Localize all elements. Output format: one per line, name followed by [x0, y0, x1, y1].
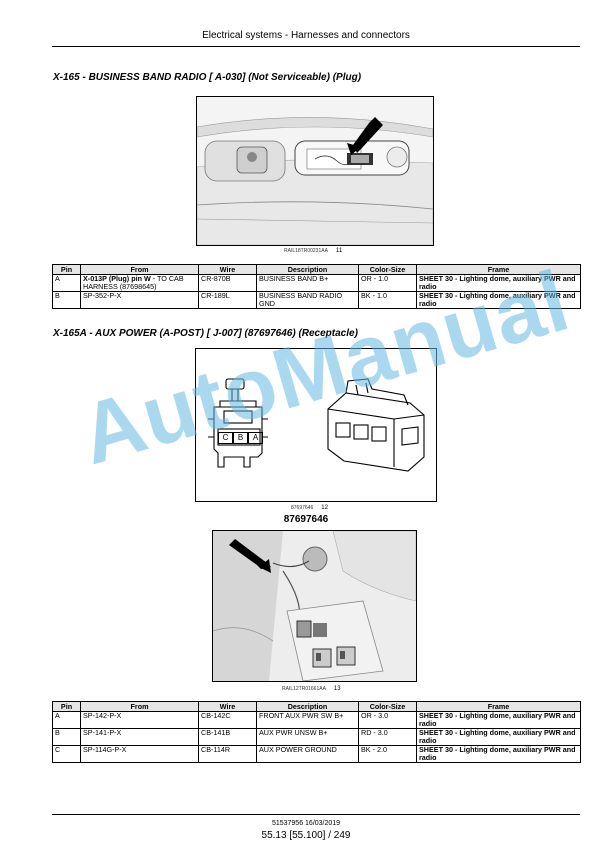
receptacle-line-drawing — [208, 378, 425, 472]
figure-13-caption: RAIL12TR01661AA 13 — [282, 686, 341, 692]
aux-power-photo-illustration — [213, 531, 416, 681]
cell-description: BUSINESS BAND B+ — [256, 274, 359, 292]
pin-label-group: C B A — [218, 432, 263, 444]
table-row: A SP-142-P-X CB-142C FRONT AUX PWR SW B+… — [52, 711, 581, 729]
table-row: B SP-141-P-X CB-141B AUX PWR UNSW B+ RD … — [52, 728, 581, 746]
section-title-x165: X-165 - BUSINESS BAND RADIO [ A-030] (No… — [53, 72, 362, 83]
figure-13-number: 13 — [333, 686, 341, 692]
cell-frame: SHEET 30 - Lighting dome, auxiliary PWR … — [416, 745, 581, 763]
col-header: Description — [256, 264, 359, 275]
cell-from: SP-141-P-X — [80, 728, 199, 746]
cell-description: AUX POWER GROUND — [256, 745, 359, 763]
cell-pin: C — [52, 745, 81, 763]
cell-description: AUX PWR UNSW B+ — [256, 728, 359, 746]
connector-table-x165a: Pin From Wire Description Color-Size Fra… — [52, 701, 581, 763]
col-header: Frame — [416, 701, 581, 712]
col-header: Pin — [52, 701, 81, 712]
footer-doc-code: 51537956 16/03/2019 — [271, 820, 341, 827]
cell-wire: CB-142C — [198, 711, 257, 729]
table-header-row: Pin From Wire Description Color-Size Fra… — [52, 264, 581, 275]
cell-wire: CR-189L — [198, 291, 257, 309]
cell-frame: SHEET 30 - Lighting dome, auxiliary PWR … — [416, 728, 581, 746]
footer-rule — [52, 814, 580, 815]
from-rest: - TO CAB HARNESS (87698645) — [83, 274, 184, 291]
col-header: Wire — [198, 701, 257, 712]
figure-12-number: 12 — [321, 505, 328, 511]
table-header-row: Pin From Wire Description Color-Size Fra… — [52, 701, 581, 712]
connector-table-x165: Pin From Wire Description Color-Size Fra… — [52, 264, 581, 309]
cell-from: X-013P (Plug) pin W - TO CAB HARNESS (87… — [80, 274, 199, 292]
col-header: Wire — [198, 264, 257, 275]
col-header: Frame — [416, 264, 581, 275]
cell-frame: SHEET 30 - Lighting dome, auxiliary PWR … — [416, 291, 581, 309]
col-header: Pin — [52, 264, 81, 275]
cell-color-size: OR - 3.0 — [358, 711, 417, 729]
cell-pin: B — [52, 728, 81, 746]
col-header: Description — [256, 701, 359, 712]
cell-wire: CB-141B — [198, 728, 257, 746]
col-header: From — [80, 701, 199, 712]
col-header: Color-Size — [358, 264, 417, 275]
cell-frame: SHEET 30 - Lighting dome, auxiliary PWR … — [416, 711, 581, 729]
figure-aux-power-photo — [212, 530, 417, 682]
cell-pin: B — [52, 291, 81, 309]
footer-page-number: 55.13 [55.100] / 249 — [261, 830, 351, 841]
cell-wire: CB-114R — [198, 745, 257, 763]
cell-description: BUSINESS BAND RADIO GND — [256, 291, 359, 309]
table-row: C SP-114G-P-X CB-114R AUX POWER GROUND B… — [52, 745, 581, 763]
cell-wire: CR-870B — [198, 274, 257, 292]
from-plug-link: X-013P (Plug) pin W — [83, 274, 151, 283]
cell-color-size: OR - 1.0 — [358, 274, 417, 292]
figure-13-code: RAIL12TR01661AA — [282, 686, 326, 692]
pin-label-a: A — [248, 432, 263, 444]
figure-radio-photo — [196, 96, 434, 246]
table-row: B SP-352-P-X CR-189L BUSINESS BAND RADIO… — [52, 291, 581, 309]
cell-from: SP-142-P-X — [80, 711, 199, 729]
figure-11-number: 11 — [335, 248, 343, 254]
page-header-title: Electrical systems - Harnesses and conne… — [202, 30, 410, 41]
figure-connector-drawing: C B A — [195, 348, 437, 502]
figure-11-caption: RAIL18TR00231AA 11 — [284, 248, 342, 254]
part-number-label: 87697646 — [283, 514, 329, 525]
cell-description: FRONT AUX PWR SW B+ — [256, 711, 359, 729]
cell-frame: SHEET 30 - Lighting dome, auxiliary PWR … — [416, 274, 581, 292]
col-header: From — [80, 264, 199, 275]
arrow-icon — [353, 117, 383, 153]
figure-11-code: RAIL18TR00231AA — [284, 248, 328, 254]
figure-12-caption: 87697646 12 — [291, 505, 328, 511]
cell-from: SP-352-P-X — [80, 291, 199, 309]
cell-pin: A — [52, 274, 81, 292]
radio-photo-illustration — [197, 97, 433, 245]
cell-color-size: BK - 2.0 — [358, 745, 417, 763]
arrow-icon — [229, 539, 271, 569]
cell-color-size: RD - 3.0 — [358, 728, 417, 746]
section-title-x165a: X-165A - AUX POWER (A-POST) [ J-007] (87… — [53, 328, 358, 339]
table-row: A X-013P (Plug) pin W - TO CAB HARNESS (… — [52, 274, 581, 292]
header-rule — [52, 46, 580, 47]
cell-pin: A — [52, 711, 81, 729]
pin-label-b: B — [233, 432, 248, 444]
figure-12-code: 87697646 — [291, 505, 314, 511]
col-header: Color-Size — [358, 701, 417, 712]
cell-color-size: BK - 1.0 — [358, 291, 417, 309]
pin-label-c: C — [218, 432, 233, 444]
cell-from: SP-114G-P-X — [80, 745, 199, 763]
